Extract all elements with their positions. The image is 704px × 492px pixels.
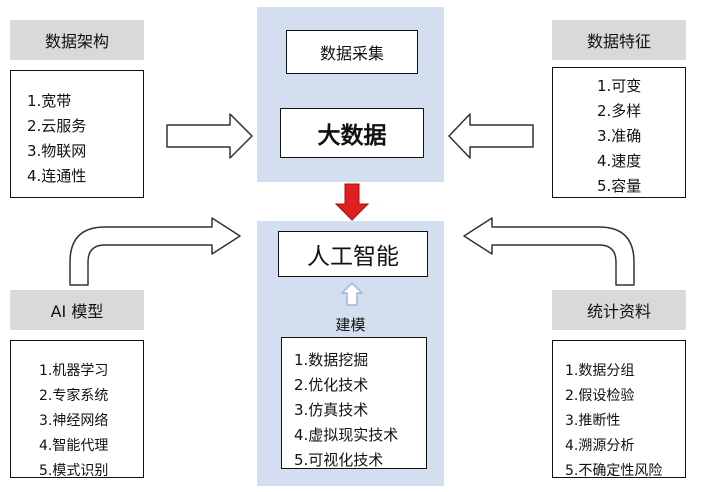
big-data-box: 大数据 <box>280 108 424 158</box>
ai-label: 人工智能 <box>307 244 399 270</box>
statistics-title-box: 统计资料 <box>552 290 686 330</box>
list-item: 5.模式识别 <box>39 463 109 479</box>
features-list: 1.可变 2.多样 3.准确 4.速度 5.容量 <box>552 67 686 198</box>
list-item: 5.可视化技术 <box>294 451 384 469</box>
list-item: 1.数据挖掘 <box>294 351 369 369</box>
list-item: 3.神经网络 <box>39 413 109 429</box>
list-item: 2.专家系统 <box>39 388 109 404</box>
features-title-box: 数据特征 <box>552 20 686 60</box>
list-item: 4.智能代理 <box>39 438 109 454</box>
list-item: 2.多样 <box>597 102 642 120</box>
list-item: 1.宽带 <box>27 92 72 110</box>
features-title: 数据特征 <box>586 32 651 51</box>
up-arrow-icon <box>341 282 363 306</box>
curved-arrow-icon <box>463 217 635 286</box>
architecture-title: 数据架构 <box>44 32 109 51</box>
list-item: 4.溯源分析 <box>565 438 635 454</box>
statistics-list: 1.数据分组 2.假设检验 3.推断性 4.溯源分析 5.不确定性风险 <box>552 340 686 479</box>
list-item: 4.速度 <box>597 152 642 170</box>
right-arrow-icon <box>166 113 253 159</box>
list-item: 4.连通性 <box>27 167 87 185</box>
down-arrow-icon <box>334 183 370 221</box>
curved-arrow-icon <box>69 217 241 286</box>
big-data-label: 大数据 <box>317 123 387 149</box>
data-collection-box: 数据采集 <box>286 30 418 74</box>
list-item: 3.推断性 <box>565 413 621 429</box>
list-item: 3.准确 <box>597 127 642 145</box>
ai-models-title: AI 模型 <box>50 302 104 321</box>
architecture-list: 1.宽带 2.云服务 3.物联网 4.连通性 <box>10 70 144 198</box>
list-item: 4.虚拟现实技术 <box>294 426 399 444</box>
list-item: 3.仿真技术 <box>294 401 369 419</box>
list-item: 5.不确定性风险 <box>565 463 663 479</box>
list-item: 1.机器学习 <box>39 363 109 379</box>
ai-models-list: 1.机器学习 2.专家系统 3.神经网络 4.智能代理 5.模式识别 <box>10 340 144 479</box>
statistics-title: 统计资料 <box>586 302 651 321</box>
architecture-title-box: 数据架构 <box>10 20 144 60</box>
ai-models-title-box: AI 模型 <box>10 290 144 330</box>
list-item: 5.容量 <box>597 177 642 195</box>
list-item: 1.可变 <box>597 77 642 95</box>
modeling-list: 1.数据挖掘 2.优化技术 3.仿真技术 4.虚拟现实技术 5.可视化技术 <box>281 337 427 469</box>
ai-box: 人工智能 <box>278 231 428 277</box>
left-arrow-icon <box>448 113 534 159</box>
list-item: 1.数据分组 <box>565 363 635 379</box>
list-item: 2.优化技术 <box>294 376 369 394</box>
list-item: 2.假设检验 <box>565 388 635 404</box>
list-item: 3.物联网 <box>27 142 87 160</box>
data-collection-label: 数据采集 <box>319 44 384 63</box>
list-item: 2.云服务 <box>27 117 87 135</box>
modeling-label: 建模 <box>335 316 366 334</box>
